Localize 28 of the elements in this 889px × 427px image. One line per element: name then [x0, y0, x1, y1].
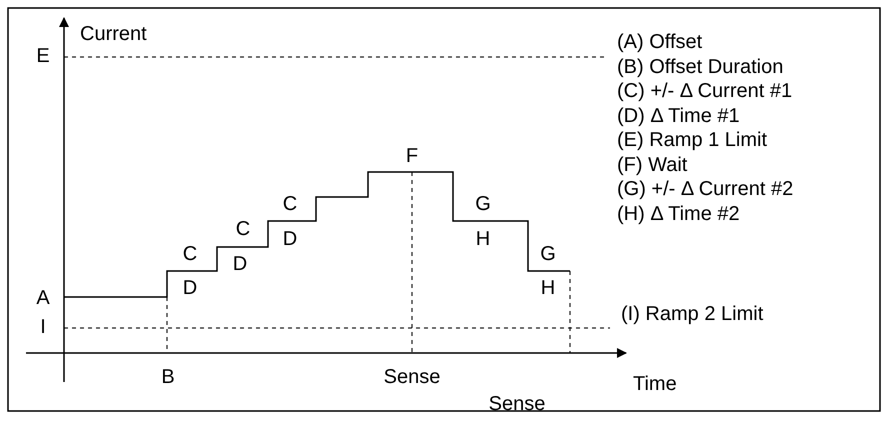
key-text: (B) Offset Duration [617, 57, 784, 77]
callout-letter: G [540, 244, 556, 264]
callout-letter: G [475, 194, 491, 214]
callout-letter: F [406, 146, 418, 166]
time-label: Sense [488, 394, 546, 414]
key-text: (F) Wait [617, 155, 688, 175]
key-text: (E) Ramp 1 Limit [617, 130, 768, 150]
time-letter: B [161, 367, 175, 387]
key-text: (D) Δ Time #1 [617, 106, 740, 126]
axis-label: Time [633, 374, 677, 394]
key-text: (G) +/- Δ Current #2 [617, 179, 794, 199]
key-text: (I) Ramp 2 Limit [621, 304, 764, 324]
key-text: (A) Offset [617, 32, 702, 52]
callout-letter: C [282, 194, 298, 214]
callout-letter: C [182, 244, 198, 264]
callout-letter: D [182, 278, 198, 298]
callout-letter: D [282, 229, 298, 249]
level-letter: E [36, 46, 50, 66]
level-letter: I [40, 317, 46, 337]
time-label: Sense [384, 367, 440, 387]
callout-letter: C [236, 219, 250, 239]
key-text: (H) Δ Time #2 [617, 204, 740, 224]
callout-letter: D [232, 254, 248, 274]
axis-label: Current [80, 24, 147, 44]
key-text: (C) +/- Δ Current #1 [617, 81, 792, 101]
level-letter: A [36, 288, 50, 308]
callout-letter: H [540, 278, 556, 298]
callout-letter: H [476, 229, 490, 249]
